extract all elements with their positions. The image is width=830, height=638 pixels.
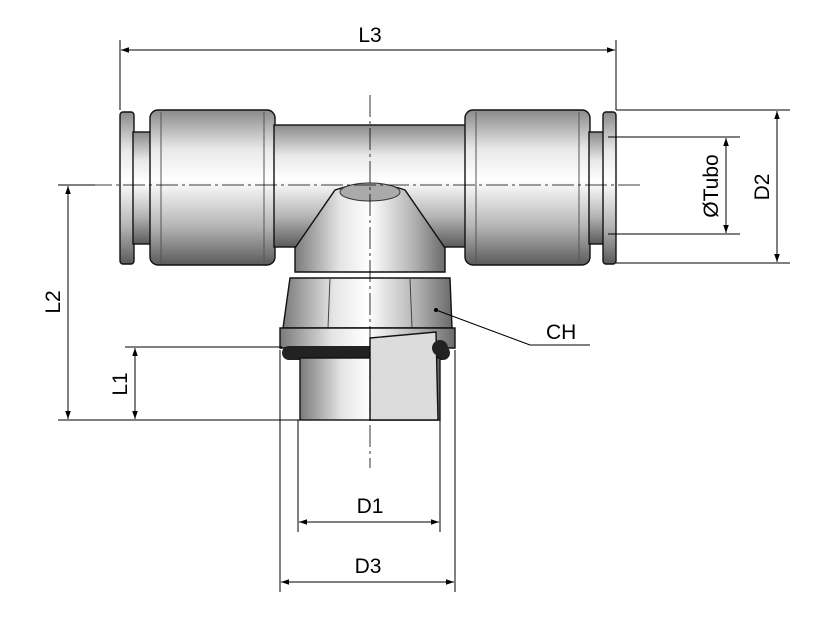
label-l1: L1 [109, 372, 132, 395]
label-ch: CH [546, 321, 576, 344]
dimension-d3: D3 [279, 350, 456, 592]
label-l2: L2 [42, 290, 65, 313]
label-d1: D1 [357, 495, 384, 518]
dimension-tube: ØTubo [608, 136, 740, 235]
dimension-l3: L3 [119, 24, 617, 110]
callout-ch: CH [434, 308, 590, 346]
dimension-l2: L2 [42, 184, 300, 421]
right-body [464, 109, 591, 266]
dimension-l1: L1 [109, 346, 282, 419]
hex-nut [282, 277, 453, 329]
label-l3: L3 [358, 24, 381, 47]
right-flange [602, 111, 617, 265]
dimension-d1: D1 [297, 420, 441, 532]
label-d3: D3 [355, 555, 382, 578]
o-ring-section [432, 340, 448, 356]
dimension-d2: D2 [616, 109, 790, 264]
left-collet [132, 131, 152, 245]
label-tube: ØTubo [700, 154, 723, 217]
label-d2: D2 [751, 174, 774, 201]
fitting-body [119, 109, 617, 421]
cutaway [369, 331, 439, 421]
left-flange [119, 111, 135, 265]
left-body [149, 109, 276, 266]
